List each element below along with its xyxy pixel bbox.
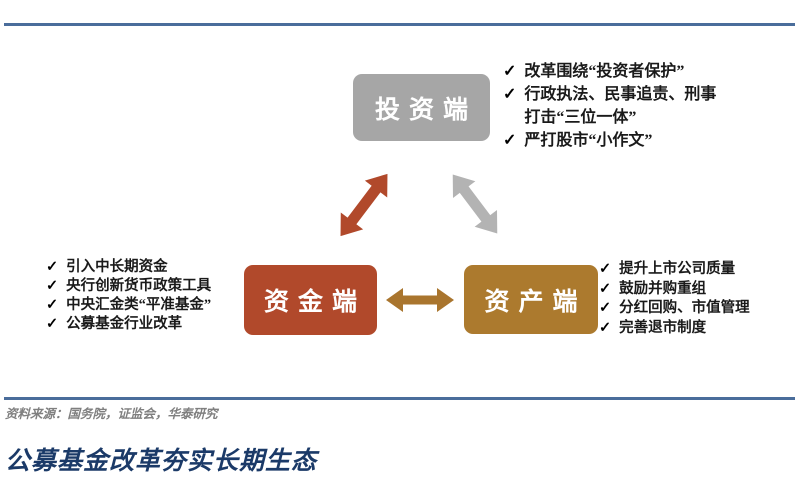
checklist-item-text: 完善退市制度 bbox=[619, 319, 707, 336]
checkmark-icon: ✓ bbox=[46, 259, 59, 275]
node-capital-label: 资金端 bbox=[263, 289, 366, 316]
checklist-item-text: 公募基金行业改革 bbox=[66, 316, 183, 332]
node-asset: 资产端 bbox=[464, 265, 598, 334]
checkmark-icon: ✓ bbox=[46, 297, 59, 313]
checklist-item: ✓ 严打股市“小作文” bbox=[503, 129, 729, 152]
checklist-item: ✓ 中央汇金类“平准基金” bbox=[46, 296, 264, 315]
asset-checklist: ✓ 提升上市公司质量 ✓ 鼓励并购重组 ✓ 分红回购、市值管理 ✓ 完善退市制度 bbox=[599, 260, 799, 338]
invest-checklist: ✓ 改革围绕“投资者保护” ✓ 行政执法、民事追责、刑事打击“三位一体” ✓ 严… bbox=[503, 60, 729, 152]
node-asset-label: 资产端 bbox=[484, 288, 587, 316]
checklist-item: ✓ 分红回购、市值管理 bbox=[599, 299, 799, 319]
checkmark-icon: ✓ bbox=[503, 86, 517, 103]
invest-asset-double-arrow-icon bbox=[452, 174, 498, 234]
checklist-item-text: 鼓励并购重组 bbox=[619, 280, 707, 297]
top-divider bbox=[4, 23, 795, 26]
checkmark-icon: ✓ bbox=[599, 300, 612, 316]
checkmark-icon: ✓ bbox=[46, 278, 59, 294]
capital-asset-double-arrow-icon bbox=[386, 288, 454, 312]
checklist-item-text: 行政执法、民事追责、刑事打击“三位一体” bbox=[524, 86, 717, 126]
checklist-item: ✓ 行政执法、民事追责、刑事打击“三位一体” bbox=[503, 83, 729, 129]
checkmark-icon: ✓ bbox=[599, 261, 612, 277]
checkmark-icon: ✓ bbox=[46, 316, 59, 332]
node-invest: 投资端 bbox=[353, 74, 490, 141]
checklist-item: ✓ 央行创新货币政策工具 bbox=[46, 277, 264, 296]
bottom-divider bbox=[4, 397, 795, 400]
source-note: 资料来源：国务院，证监会，华泰研究 bbox=[5, 407, 218, 421]
checklist-item: ✓ 提升上市公司质量 bbox=[599, 260, 799, 280]
checkmark-icon: ✓ bbox=[503, 132, 517, 149]
checklist-item-text: 中央汇金类“平准基金” bbox=[66, 297, 212, 313]
checklist-item-text: 分红回购、市值管理 bbox=[619, 300, 750, 316]
figure-title: 公募基金改革夯实长期生态 bbox=[5, 448, 318, 475]
checkmark-icon: ✓ bbox=[503, 63, 517, 80]
checklist-item-text: 引入中长期资金 bbox=[66, 259, 168, 275]
checklist-item-text: 严打股市“小作文” bbox=[524, 132, 653, 149]
node-invest-label: 投资端 bbox=[374, 96, 477, 124]
checklist-item: ✓ 引入中长期资金 bbox=[46, 258, 264, 277]
checklist-item-text: 央行创新货币政策工具 bbox=[66, 278, 212, 294]
capital-invest-double-arrow-icon bbox=[340, 173, 388, 237]
checklist-item-text: 提升上市公司质量 bbox=[619, 261, 736, 277]
checkmark-icon: ✓ bbox=[599, 280, 612, 297]
checklist-item: ✓ 完善退市制度 bbox=[599, 319, 799, 339]
checklist-item: ✓ 鼓励并购重组 bbox=[599, 280, 799, 300]
capital-checklist: ✓ 引入中长期资金 ✓ 央行创新货币政策工具 ✓ 中央汇金类“平准基金” ✓ 公… bbox=[46, 258, 264, 334]
checklist-item: ✓ 公募基金行业改革 bbox=[46, 315, 264, 334]
checklist-item-text: 改革围绕“投资者保护” bbox=[524, 63, 685, 80]
checkmark-icon: ✓ bbox=[599, 319, 612, 336]
node-capital: 资金端 bbox=[244, 265, 377, 335]
checklist-item: ✓ 改革围绕“投资者保护” bbox=[503, 60, 729, 83]
